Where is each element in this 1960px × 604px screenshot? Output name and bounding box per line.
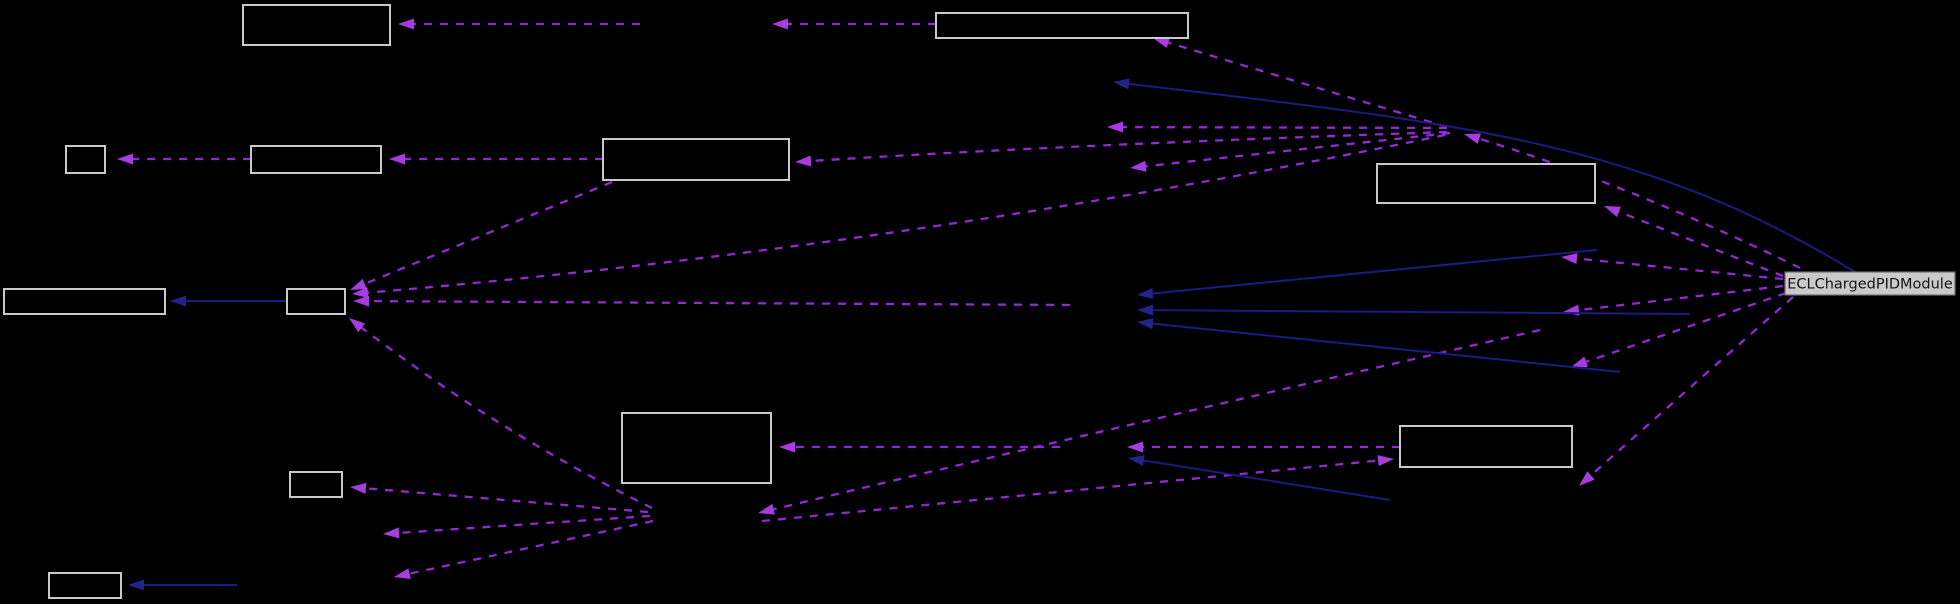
edge-arrowhead-icon [350,278,367,290]
edge-arrowhead-icon [352,287,369,299]
edge-arrowhead-icon [394,568,411,579]
dashed-edge [394,514,651,535]
edge-arrowhead-icon [779,441,795,453]
graph-node-box[interactable] [65,145,106,174]
edge-arrowhead-icon [117,153,133,165]
solid-edge [1139,458,1391,501]
graph-node-box[interactable] [935,12,1189,39]
graph-node-box[interactable] [1376,163,1596,204]
dashed-edge [1164,40,1448,129]
edge-arrowhead-icon [1137,318,1154,330]
node-eclchargedpidmodule[interactable]: ECLChargedPIDModule [1784,271,1956,296]
node-2[interactable] [935,12,1189,39]
graph-node-box[interactable] [289,471,343,498]
dashed-edge [1141,131,1451,168]
edge-arrowhead-icon [1130,160,1147,172]
graph-node-label: ECLChargedPIDModule [1787,277,1953,293]
edge-arrowhead-icon [1127,441,1143,453]
dashed-edge [360,180,613,287]
solid-edge [1148,322,1621,373]
dashed-edge [1574,284,1784,312]
edge-arrowhead-icon [1571,356,1588,367]
edge-arrowhead-icon [1604,206,1621,217]
graph-node-box[interactable] [286,288,346,315]
edge-arrowhead-icon [353,295,370,307]
dashed-edge [364,299,1071,307]
edge-arrowhead-icon [170,295,186,307]
edge-arrowhead-icon [1107,121,1124,133]
dashed-edge [806,130,1448,163]
edge-arrowhead-icon [1153,37,1170,48]
edge-arrowhead-icon [1377,455,1394,467]
dashed-edge [1614,209,1784,278]
graph-node-box[interactable] [602,138,790,181]
node-6[interactable] [1376,163,1596,204]
solid-edge [1124,82,1856,273]
dashed-edge [1587,296,1794,479]
edge-arrowhead-icon [758,503,775,515]
node-4[interactable] [250,145,382,174]
dashed-edge [769,328,1541,512]
node-8[interactable] [286,288,346,315]
dashed-edge [1118,125,1448,130]
graph-node-box[interactable] [242,4,391,46]
edge-arrowhead-icon [128,579,144,591]
edge-arrowhead-icon [795,155,812,167]
dashed-edge [361,486,649,514]
dashed-edge [1475,136,1801,270]
dashed-edge [405,519,654,576]
solid-edge [1148,249,1598,295]
edge-arrowhead-icon [1464,133,1481,144]
dashed-edge [761,459,1383,523]
node-5[interactable] [602,138,790,181]
node-12[interactable] [48,572,122,599]
graph-node-box[interactable] [621,412,772,484]
edge-arrowhead-icon [1137,304,1154,316]
dashed-edge [1581,291,1787,365]
node-9[interactable] [621,412,772,484]
edge-arrowhead-icon [349,318,366,333]
edge-arrowhead-icon [383,527,400,539]
edge-arrowhead-icon [772,18,788,30]
graph-node-box[interactable] [250,145,382,174]
node-10[interactable] [1399,425,1573,468]
edge-arrowhead-icon [1128,455,1145,466]
edge-arrowhead-icon [1579,471,1595,486]
dashed-edge [1572,257,1784,281]
graph-node-box-highlight[interactable] [1784,271,1956,296]
edge-arrowhead-icon [1113,78,1130,90]
graph-node-box[interactable] [3,288,166,315]
graph-node-box[interactable] [1399,425,1573,468]
node-1[interactable] [242,4,391,46]
graph-node-box[interactable] [48,572,122,599]
edge-arrowhead-icon [389,153,405,165]
dashed-edge [357,324,653,510]
dashed-edge [363,133,1446,295]
edge-arrowhead-icon [350,482,367,494]
solid-edge [1148,309,1691,315]
edge-arrowhead-icon [398,18,414,30]
edge-arrowhead-icon [1137,287,1154,299]
node-7[interactable] [3,288,166,315]
node-11[interactable] [289,471,343,498]
edge-arrowhead-icon [1561,253,1578,265]
node-3[interactable] [65,145,106,174]
